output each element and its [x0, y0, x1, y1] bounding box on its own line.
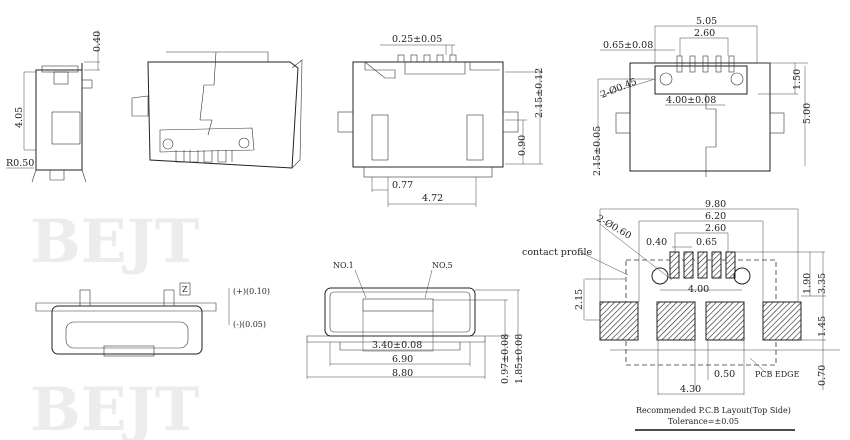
dimension-label: Recommended P.C.B Layout(Top Side): [636, 406, 791, 415]
dimension-label: 0.90: [517, 135, 528, 156]
dimension-label: 4.00: [688, 284, 709, 295]
dimension-label: (-)(0.05): [233, 320, 266, 329]
dimension-label: 1.90: [802, 273, 813, 294]
dimension-label: 8.80: [392, 368, 413, 379]
dimension-label: R0.50: [6, 158, 34, 169]
dimension-label: 0.77: [392, 180, 413, 191]
dimension-label: 0.70: [817, 365, 828, 386]
watermark-text: BEJT: [30, 207, 200, 277]
dimension-label: 4.00±0.08: [666, 95, 716, 106]
opening-view: NO.1 NO.5 3.40±0.08 6.90 8.80 0.97±0.08 …: [306, 261, 525, 384]
dimension-label: 0.65: [696, 237, 717, 248]
datum-z-box: [179, 282, 191, 296]
dimension-label: Tolerance=±0.05: [668, 417, 739, 426]
dimension-label: NO.1: [333, 261, 354, 270]
dimension-label: 5.05: [696, 16, 717, 27]
side-view: 0.40 4.05 R0.50: [6, 30, 103, 183]
dimension-label: 0.50: [714, 369, 735, 380]
dimension-label: contact profile: [522, 247, 593, 258]
dimension-label: 1.50: [792, 69, 803, 90]
dimension-label: 2-Ø0.45: [599, 76, 639, 101]
dimension-label: 2-Ø0.60: [595, 213, 634, 242]
dimension-label: 4.72: [422, 193, 443, 204]
dimension-label: 0.40: [646, 237, 667, 248]
dimension-label: 0.25±0.05: [392, 34, 442, 45]
dimension-label: 0.40: [92, 31, 103, 52]
dimension-label: 6.90: [392, 354, 413, 365]
dimension-label: 2.15±0.05: [592, 126, 603, 176]
dimension-label: 4.05: [14, 107, 25, 128]
dimension-label: 0.97±0.08: [500, 334, 511, 384]
dimension-label: 6.20: [705, 211, 726, 222]
dimension-label: 0.65±0.08: [603, 40, 653, 51]
dimension-label: NO.5: [432, 261, 453, 270]
dimension-label: 3.40±0.08: [372, 340, 422, 351]
dimension-label: 9.80: [705, 199, 726, 210]
dimension-label: 2.15: [574, 289, 585, 310]
watermark: BEJT BEJT: [30, 207, 200, 440]
dimension-label: (+)(0.10): [233, 287, 270, 296]
dimension-label: 1.85±0.08: [514, 334, 525, 384]
dimension-label: 2.15±0.12: [534, 68, 545, 118]
pcb-layout: 9.80 6.20 2.60 0.40 0.65 2-Ø0.60 contact…: [522, 199, 840, 431]
top-view: 5.05 2.60 0.65±0.08 2-Ø0.45 4.00±0.08 1.…: [592, 16, 813, 177]
flatness-view: Z (+)(0.10) (-)(0.05): [35, 282, 270, 357]
watermark-text: BEJT: [30, 375, 200, 440]
dimension-label: 5.00: [802, 103, 813, 124]
dimension-label: 1.45: [817, 316, 828, 337]
dimension-label: 4.30: [680, 384, 701, 395]
front-view: 0.25±0.05 2.15±0.12 0.90 0.77 4.72: [337, 34, 545, 207]
dimension-label: 3.35: [817, 273, 828, 294]
dimension-label: 2.60: [694, 28, 715, 39]
dimension-label: PCB EDGE: [755, 370, 800, 379]
dimension-label: 2.60: [705, 223, 726, 234]
dimension-label: Z: [182, 285, 188, 294]
isometric-view: [131, 51, 303, 169]
